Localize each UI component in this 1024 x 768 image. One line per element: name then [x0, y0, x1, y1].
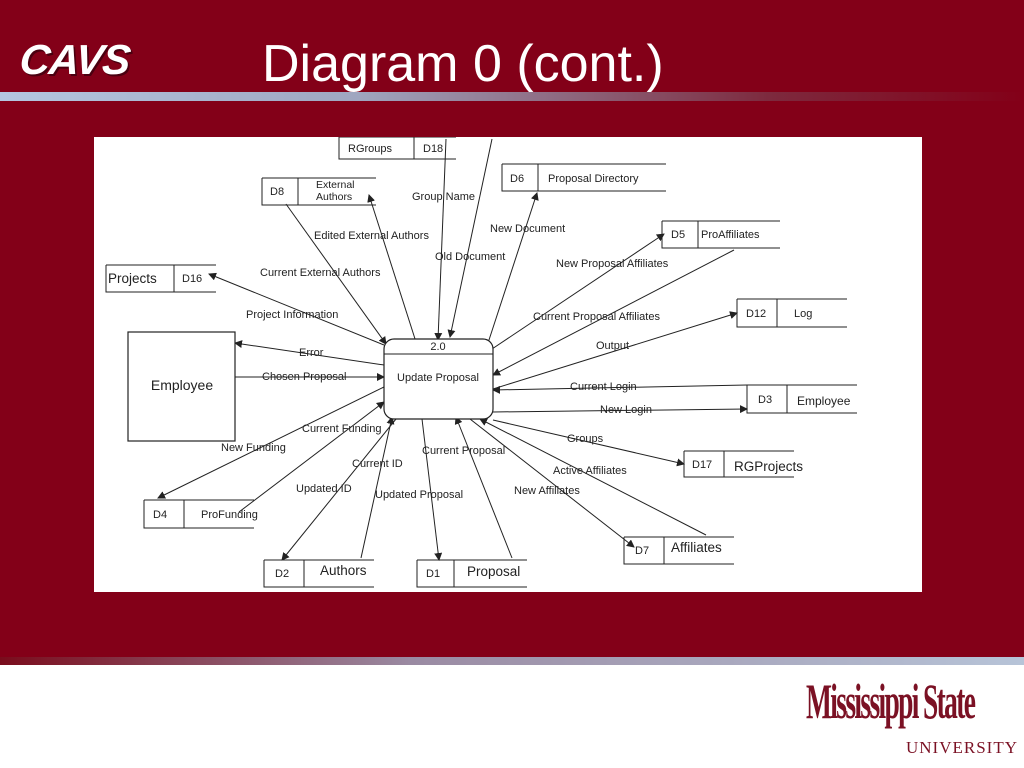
store-d2 — [263, 559, 374, 588]
flow-edited-external-authors-line — [367, 194, 417, 343]
store-d16-name: Projects — [108, 271, 157, 286]
flow-project-information-line — [208, 272, 385, 346]
flow-label-project-information: Project Information — [246, 309, 338, 321]
flow-label-current-external-authors: Current External Authors — [260, 267, 381, 279]
store-d3-id: D3 — [758, 394, 772, 406]
store-d7-name: Affiliates — [671, 540, 722, 555]
flow-new-funding-line — [157, 386, 385, 499]
store-d8-id: D8 — [270, 186, 284, 198]
entity-label: Employee — [151, 377, 213, 393]
process-name: Update Proposal — [397, 372, 479, 384]
store-d8 — [261, 177, 376, 206]
flow-output-line — [492, 311, 738, 390]
store-d12 — [736, 298, 847, 328]
title-divider — [0, 92, 1024, 101]
store-d5-id: D5 — [671, 229, 685, 241]
store-d3 — [746, 384, 857, 414]
entity-employee: Employee — [127, 331, 236, 442]
store-d6-name: Proposal Directory — [548, 173, 639, 185]
flow-label-current-proposal-affiliates: Current Proposal Affiliates — [533, 311, 660, 323]
flow-label-chosen-proposal: Chosen Proposal — [262, 371, 346, 383]
flow-error-line — [234, 340, 385, 366]
flow-label-error: Error — [299, 347, 324, 359]
flow-label-new-affiliates: New Affiliates — [514, 485, 580, 497]
msu-logo-university: UNIVERSITY — [906, 738, 1018, 757]
data-flow-diagram: 2.0 Update Proposal Employee — [105, 137, 857, 588]
store-d7-id: D7 — [635, 545, 649, 557]
store-d4 — [143, 499, 254, 529]
store-d17 — [683, 450, 794, 478]
store-d17-name: RGProjects — [734, 459, 803, 474]
flow-label-edited-external-authors: Edited External Authors — [314, 230, 429, 242]
flow-label-group-name: Group Name — [412, 191, 475, 203]
flow-label-new-document: New Document — [490, 223, 565, 235]
store-d17-id: D17 — [692, 459, 712, 471]
store-d18 — [338, 137, 456, 160]
store-d4-id: D4 — [153, 509, 167, 521]
flow-label-updated-id: Updated ID — [296, 483, 352, 495]
flow-current-funding-line — [238, 401, 385, 513]
cavs-logo: CAVS — [17, 36, 133, 83]
msu-logo-name: Mississippi State — [806, 673, 976, 729]
process-id: 2.0 — [430, 341, 445, 353]
store-d12-name: Log — [794, 308, 812, 320]
store-d1 — [416, 559, 527, 588]
slide-title: Diagram 0 (cont.) — [262, 35, 664, 93]
flow-label-new-proposal-affiliates: New Proposal Affiliates — [556, 258, 669, 270]
flow-label-active-affiliates: Active Affiliates — [553, 465, 627, 477]
flow-group-name-line — [434, 138, 447, 341]
flow-label-current-funding: Current Funding — [302, 423, 382, 435]
store-d2-id: D2 — [275, 568, 289, 580]
store-d16-id: D16 — [182, 273, 202, 285]
store-d5 — [661, 220, 780, 249]
flow-current-id-line — [360, 416, 395, 559]
flow-label-new-funding: New Funding — [221, 442, 286, 454]
msu-logo: Mississippi State UNIVERSITY — [806, 672, 1020, 764]
flow-label-groups: Groups — [567, 433, 604, 445]
store-d12-id: D12 — [746, 308, 766, 320]
flow-label-current-id: Current ID — [352, 458, 403, 470]
store-d1-id: D1 — [426, 568, 440, 580]
flow-label-current-proposal: Current Proposal — [422, 445, 505, 457]
process-update-proposal: 2.0 Update Proposal — [383, 338, 494, 420]
flow-label-updated-proposal: Updated Proposal — [375, 489, 463, 501]
flow-label-new-login: New Login — [600, 404, 652, 416]
diagram-panel: 2.0 Update Proposal Employee — [94, 137, 922, 592]
flow-new-login-line — [492, 405, 748, 414]
flow-active-affiliates-line — [479, 418, 707, 536]
store-d18-id: D18 — [423, 143, 443, 155]
store-d4-name: ProFunding — [201, 509, 258, 521]
bottom-divider — [0, 657, 1024, 665]
store-d6-id: D6 — [510, 173, 524, 185]
store-d16 — [105, 264, 216, 293]
flow-current-external-authors-line — [285, 203, 387, 345]
store-d7 — [623, 536, 734, 565]
flow-new-proposal-affiliates-line — [491, 233, 665, 350]
flow-groups-line — [492, 419, 685, 467]
flow-label-current-login: Current Login — [570, 381, 637, 393]
store-d6 — [501, 163, 666, 192]
flow-new-affiliates-line — [469, 418, 635, 548]
store-d18-name: RGroups — [348, 143, 393, 155]
store-d5-name: ProAffiliates — [701, 229, 760, 241]
flow-old-document-line — [447, 138, 493, 338]
flow-label-old-document: Old Document — [435, 251, 505, 263]
flow-new-document-line — [487, 192, 539, 344]
flow-current-login-line — [492, 384, 748, 394]
flow-current-proposal-line — [454, 416, 513, 559]
flow-updated-id-line — [281, 418, 397, 561]
flow-current-proposal-affiliates-line — [492, 249, 735, 376]
store-d2-name: Authors — [320, 563, 367, 578]
store-d1-name: Proposal — [467, 564, 520, 579]
flow-updated-proposal-line — [421, 418, 443, 561]
store-d3-name: Employee — [797, 394, 851, 408]
flow-label-output: Output — [596, 340, 629, 352]
